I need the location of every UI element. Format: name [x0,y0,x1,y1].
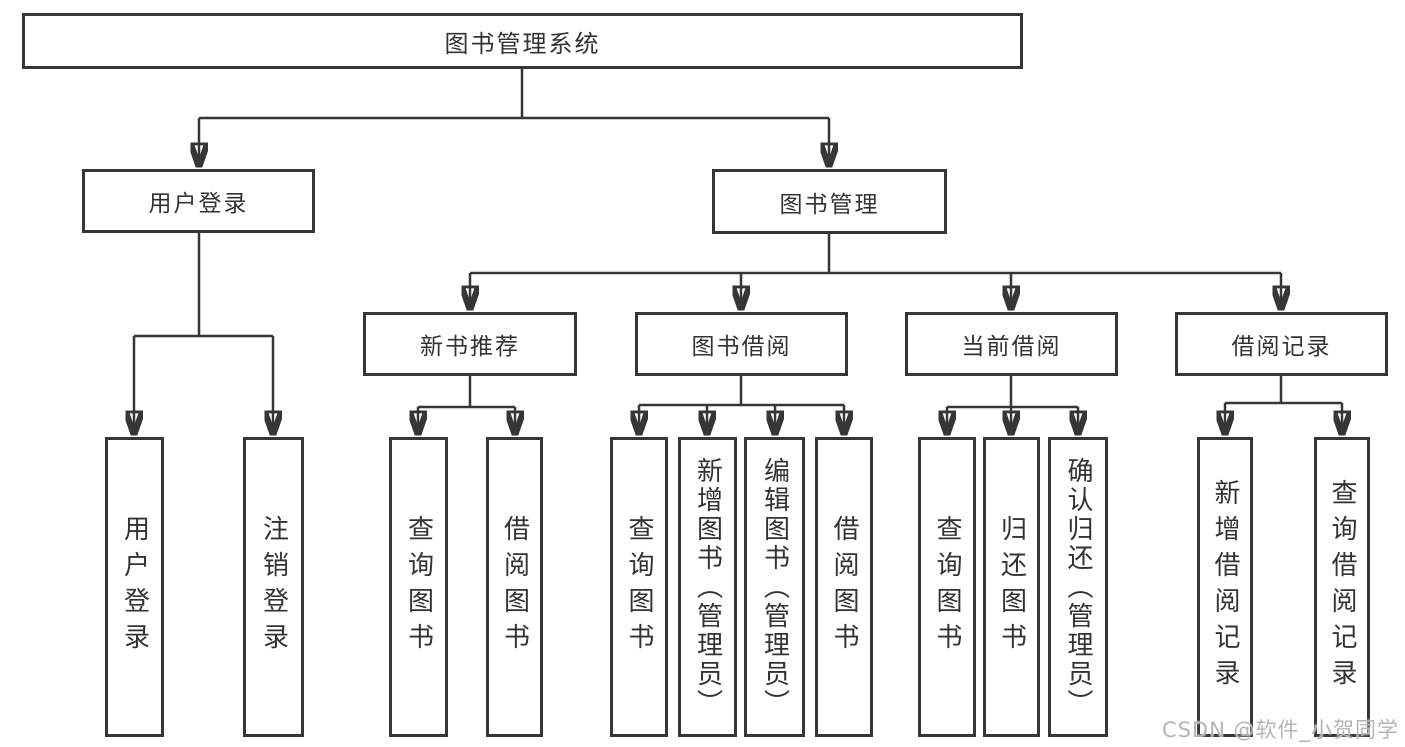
leaf-confirm-return-admin-label: 确认归还（管理员） [1063,456,1093,718]
leaf-add-book-admin-label: 新增图书（管理员） [692,456,723,718]
leaf-logout: 注销登录 [243,437,304,737]
leaf-return-book-label: 归还图书 [996,515,1027,659]
node-current-borrow: 当前借阅 [905,312,1118,376]
leaf-borrow-books-recommend-label: 借阅图书 [499,515,530,659]
node-user-login-label: 用户登录 [148,191,249,217]
node-library-system: 图书管理系统 [22,13,1023,69]
node-new-book-recommend-label: 新书推荐 [420,334,520,360]
leaf-borrow-books-label: 借阅图书 [829,515,859,659]
node-borrow-records: 借阅记录 [1175,312,1388,376]
leaf-borrow-books: 借阅图书 [815,437,873,737]
leaf-confirm-return-admin: 确认归还（管理员） [1048,437,1108,737]
node-library-system-label: 图书管理系统 [444,29,601,58]
node-book-management-label: 图书管理 [779,191,880,218]
csdn-watermark: CSDN @软件_小贺同学 [1161,718,1399,742]
node-borrow-records-label: 借阅记录 [1231,334,1332,360]
leaf-user-login: 用户登录 [105,437,164,737]
leaf-query-books-borrow-label: 查询图书 [624,515,654,659]
leaf-return-book: 归还图书 [983,437,1040,737]
node-new-book-recommend: 新书推荐 [363,312,577,376]
node-user-login: 用户登录 [82,169,315,233]
leaf-query-borrow-record: 查询借阅记录 [1314,437,1370,737]
leaf-query-books-borrow: 查询图书 [610,437,668,737]
leaf-add-book-admin: 新增图书（管理员） [678,437,737,737]
leaf-query-books-recommend: 查询图书 [389,437,448,737]
leaf-query-books-current: 查询图书 [918,437,976,737]
leaf-add-borrow-record: 新增借阅记录 [1197,437,1253,737]
node-book-borrow-label: 图书借阅 [691,334,792,360]
leaf-edit-book-admin-label: 编辑图书（管理员） [759,456,790,718]
leaf-query-books-current-label: 查询图书 [932,515,962,659]
leaf-add-borrow-record-label: 新增借阅记录 [1210,479,1240,695]
leaf-user-login-label: 用户登录 [119,515,150,659]
leaf-logout-label: 注销登录 [258,515,289,659]
node-book-borrow: 图书借阅 [635,312,848,376]
node-book-management: 图书管理 [712,169,947,234]
leaf-borrow-books-recommend: 借阅图书 [486,437,543,737]
leaf-query-borrow-record-label: 查询借阅记录 [1327,479,1357,695]
node-current-borrow-label: 当前借阅 [961,334,1062,360]
leaf-query-books-recommend-label: 查询图书 [403,515,434,659]
leaf-edit-book-admin: 编辑图书（管理员） [744,437,805,737]
